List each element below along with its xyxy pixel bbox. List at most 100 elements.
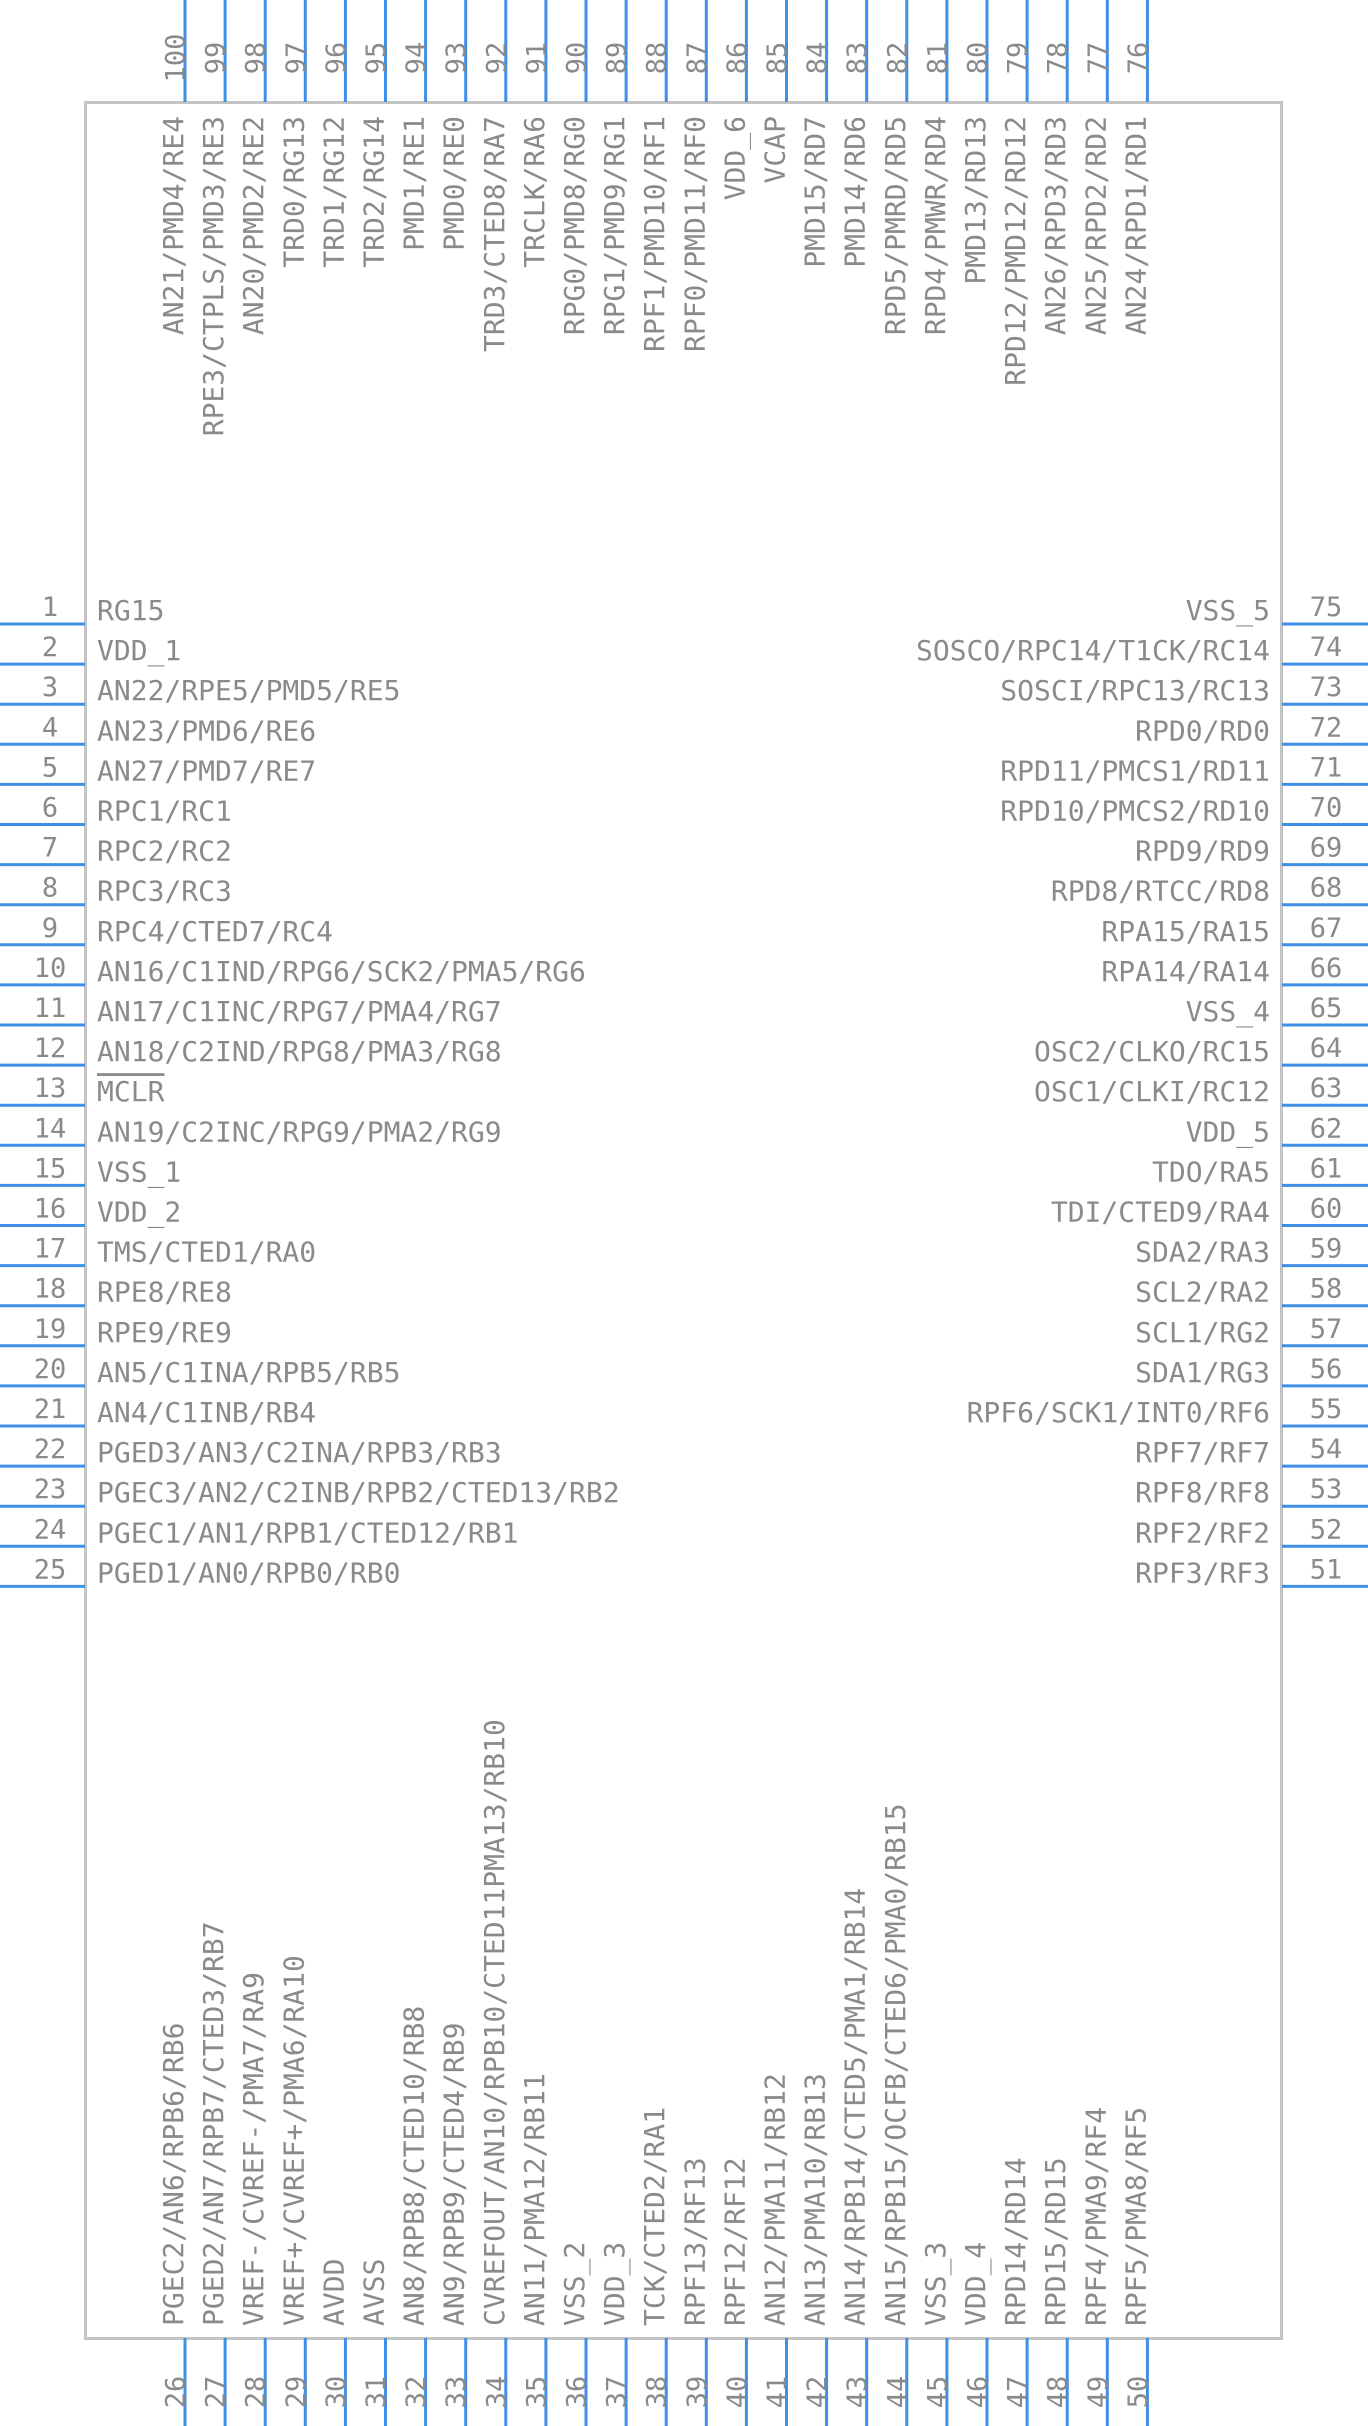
pin-number-15: 15 [34,1153,67,1184]
pin-name-79: RPD12/PMD12/RD12 [999,116,1032,386]
pin-name-48: RPD15/RD15 [1039,2157,1072,2326]
pin-number-66: 66 [1310,953,1343,984]
pin-name-59: SDA2/RA3 [1135,1236,1270,1269]
pin-number-42: 42 [802,2376,833,2409]
pin-name-89: RPG1/PMD9/RG1 [598,116,631,335]
pin-number-13: 13 [34,1073,67,1104]
pin-number-3: 3 [42,672,58,703]
pin-number-95: 95 [361,42,392,75]
pin-number-71: 71 [1310,752,1343,783]
pin-name-80: PMD13/RD13 [959,116,992,285]
pin-name-57: SCL1/RG2 [1135,1316,1270,1349]
pin-name-67: RPA15/RA15 [1101,915,1270,948]
pin-name-82: RPD5/PMRD/RD5 [879,116,912,335]
pin-number-45: 45 [922,2376,953,2409]
pin-number-56: 56 [1310,1354,1343,1385]
pin-number-79: 79 [1003,42,1034,75]
pin-name-23: PGEC3/AN2/C2INB/RPB2/CTED13/RB2 [97,1476,620,1509]
pin-name-58: SCL2/RA2 [1135,1276,1270,1309]
pin-name-78: AN26/RPD3/RD3 [1039,116,1072,335]
pin-number-90: 90 [562,42,593,75]
pin-number-69: 69 [1310,833,1343,864]
pin-name-84: PMD15/RD7 [799,116,832,268]
pin-number-33: 33 [441,2376,472,2409]
pin-name-38: TCK/CTED2/RA1 [638,2107,671,2326]
pin-number-31: 31 [361,2376,392,2409]
pin-number-100: 100 [161,34,192,83]
pin-number-49: 49 [1083,2376,1114,2409]
pin-number-53: 53 [1310,1474,1343,1505]
pin-number-1: 1 [42,592,58,623]
pin-name-64: OSC2/CLKO/RC15 [1034,1035,1270,1068]
pin-name-56: SDA1/RG3 [1135,1356,1270,1389]
pin-name-87: RPF0/PMD11/RF0 [678,116,711,352]
pin-name-81: RPD4/PMWR/RD4 [919,116,952,335]
pin-number-5: 5 [42,752,58,783]
pin-number-73: 73 [1310,672,1343,703]
pin-number-65: 65 [1310,993,1343,1024]
pin-name-33: AN9/RPB9/CTED4/RB9 [438,2023,471,2326]
pin-number-41: 41 [762,2376,793,2409]
pin-name-50: RPF5/PMA8/RF5 [1119,2107,1152,2326]
pin-number-62: 62 [1310,1113,1343,1144]
pin-name-41: AN12/PMA11/RB12 [759,2073,792,2326]
pin-number-76: 76 [1123,42,1154,75]
pin-name-83: PMD14/RD6 [839,116,872,268]
pin-number-80: 80 [963,42,994,75]
pin-number-57: 57 [1310,1314,1343,1345]
pin-name-66: RPA14/RA14 [1101,955,1270,988]
pin-name-74: SOSCO/RPC14/T1CK/RC14 [916,634,1270,667]
pin-number-23: 23 [34,1474,67,1505]
pin-name-97: TRD0/RG13 [277,116,310,268]
pin-name-45: VSS_3 [919,2242,953,2326]
pin-name-2: VDD_1 [97,634,181,668]
pin-number-78: 78 [1043,42,1074,75]
pin-name-54: RPF7/RF7 [1135,1436,1270,1469]
pin-number-38: 38 [642,2376,673,2409]
pin-number-9: 9 [42,913,58,944]
pin-number-19: 19 [34,1314,67,1345]
pin-name-29: VREF+/CVREF+/PMA6/RA10 [277,1955,310,2326]
pin-name-16: VDD_2 [97,1196,181,1230]
pin-number-22: 22 [34,1434,67,1465]
pin-name-95: TRD2/RG14 [358,116,391,268]
pin-number-82: 82 [882,42,913,75]
pin-number-7: 7 [42,833,58,864]
pin-name-18: RPE8/RE8 [97,1276,232,1309]
pin-name-4: AN23/PMD6/RE6 [97,714,316,747]
pin-name-46: VDD_4 [959,2242,993,2326]
pin-name-52: RPF2/RF2 [1135,1516,1270,1549]
pin-number-4: 4 [42,712,58,743]
pin-number-21: 21 [34,1394,67,1425]
pin-name-9: RPC4/CTED7/RC4 [97,915,333,948]
pin-number-8: 8 [42,873,58,904]
pin-name-8: RPC3/RC3 [97,875,232,908]
pin-number-48: 48 [1043,2376,1074,2409]
pin-name-6: RPC1/RC1 [97,795,232,828]
pin-name-43: AN14/RPB14/CTED5/PMA1/RB14 [839,1888,872,2326]
pin-name-35: AN11/PMA12/RB11 [518,2073,551,2326]
pin-number-50: 50 [1123,2376,1154,2409]
pin-name-77: AN25/RPD2/RD2 [1079,116,1112,335]
ic-body-outline [84,101,1283,2340]
pin-name-42: AN13/PMA10/RB13 [799,2073,832,2326]
pin-number-26: 26 [161,2376,192,2409]
pin-name-99: RPE3/CTPLS/PMD3/RE3 [197,116,230,436]
pin-number-74: 74 [1310,632,1343,663]
pin-number-24: 24 [34,1514,67,1545]
pin-name-17: TMS/CTED1/RA0 [97,1236,316,1269]
pin-name-69: RPD9/RD9 [1135,835,1270,868]
pin-name-32: AN8/RPB8/CTED10/RB8 [398,2006,431,2326]
pin-name-94: PMD1/RE1 [398,116,431,251]
pin-name-70: RPD10/PMCS2/RD10 [1000,795,1270,828]
pin-name-71: RPD11/PMCS1/RD11 [1000,754,1270,787]
pin-number-52: 52 [1310,1514,1343,1545]
pin-number-6: 6 [42,793,58,824]
pin-number-61: 61 [1310,1153,1343,1184]
pin-number-63: 63 [1310,1073,1343,1104]
pin-name-92: TRD3/CTED8/RA7 [478,116,511,352]
pin-name-62: VDD_5 [1186,1115,1270,1149]
pin-name-11: AN17/C1INC/RPG7/PMA4/RG7 [97,995,502,1028]
pin-name-15: VSS_1 [97,1155,181,1189]
pin-number-27: 27 [201,2376,232,2409]
